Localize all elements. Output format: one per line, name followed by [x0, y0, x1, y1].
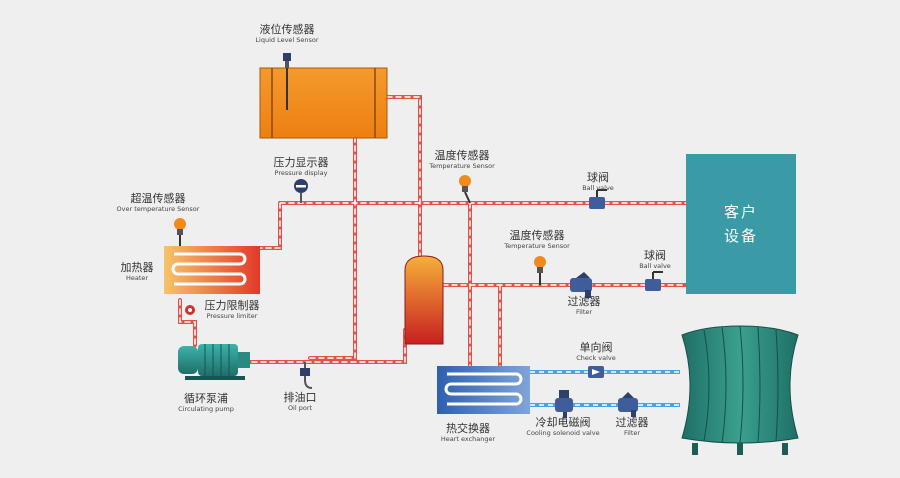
- temperature-sensor-icon: [534, 256, 546, 285]
- circulating-pump-icon: [178, 344, 250, 380]
- cooling-solenoid-valve-label: 冷却电磁阀 Cooling solenoid valve: [526, 416, 600, 438]
- heat-exchanger: [437, 366, 530, 414]
- ball-valve-icon: [645, 271, 663, 291]
- pressure-display-icon: [294, 179, 308, 203]
- customer-equipment-line2: 设备: [723, 227, 758, 245]
- pressure-limiter-label: 压力限制器 Pressure limiter: [204, 299, 260, 321]
- filter-icon: [570, 272, 592, 298]
- heater-label: 加热器 Heater: [120, 261, 154, 283]
- oil-port-label: 排油口 Oil port: [283, 391, 317, 413]
- water-pipes: [530, 370, 680, 407]
- liquid-level-sensor-icon: [283, 53, 291, 110]
- pressure-display-label: 压力显示器 Pressure display: [273, 156, 329, 178]
- filter-icon: [618, 392, 638, 417]
- filter-label: 过滤器 Filter: [615, 416, 649, 438]
- cooling-solenoid-valve-icon: [555, 390, 573, 418]
- over-temperature-sensor-icon: [174, 218, 186, 246]
- heat-exchanger-label: 热交换器 Heart exchanger: [440, 422, 496, 444]
- temperature-sensor-icon: [459, 175, 471, 204]
- temperature-sensor-label: 温度传感器 Temperature Sensor: [429, 149, 495, 171]
- ball-valve-icon: [589, 189, 607, 209]
- pressure-limiter-icon: [185, 305, 195, 315]
- ball-valve-label: 球阀 Ball valve: [582, 171, 614, 193]
- check-valve-icon: [588, 366, 604, 378]
- cooling-tower: [681, 325, 799, 455]
- customer-equipment-line1: 客户: [723, 203, 758, 221]
- liquid-level-sensor-label: 液位传感器 Liquid Level Sensor: [255, 23, 319, 45]
- customer-equipment: 客户 设备: [686, 154, 796, 294]
- expansion-cylinder: [404, 255, 444, 345]
- oil-tank: [259, 67, 388, 139]
- ball-valve-label: 球阀 Ball valve: [639, 249, 671, 271]
- check-valve-label: 单向阀 Check valve: [576, 341, 616, 363]
- filter-label: 过滤器 Filter: [567, 295, 601, 317]
- oil-port-icon: [300, 362, 313, 389]
- temperature-sensor-label: 温度传感器 Temperature Sensor: [504, 229, 570, 251]
- heater: [164, 246, 260, 294]
- over-temperature-sensor-label: 超温传感器 Over temperature Sensor: [116, 192, 200, 214]
- circulating-pump-label: 循环泵浦 Circulating pump: [178, 392, 234, 414]
